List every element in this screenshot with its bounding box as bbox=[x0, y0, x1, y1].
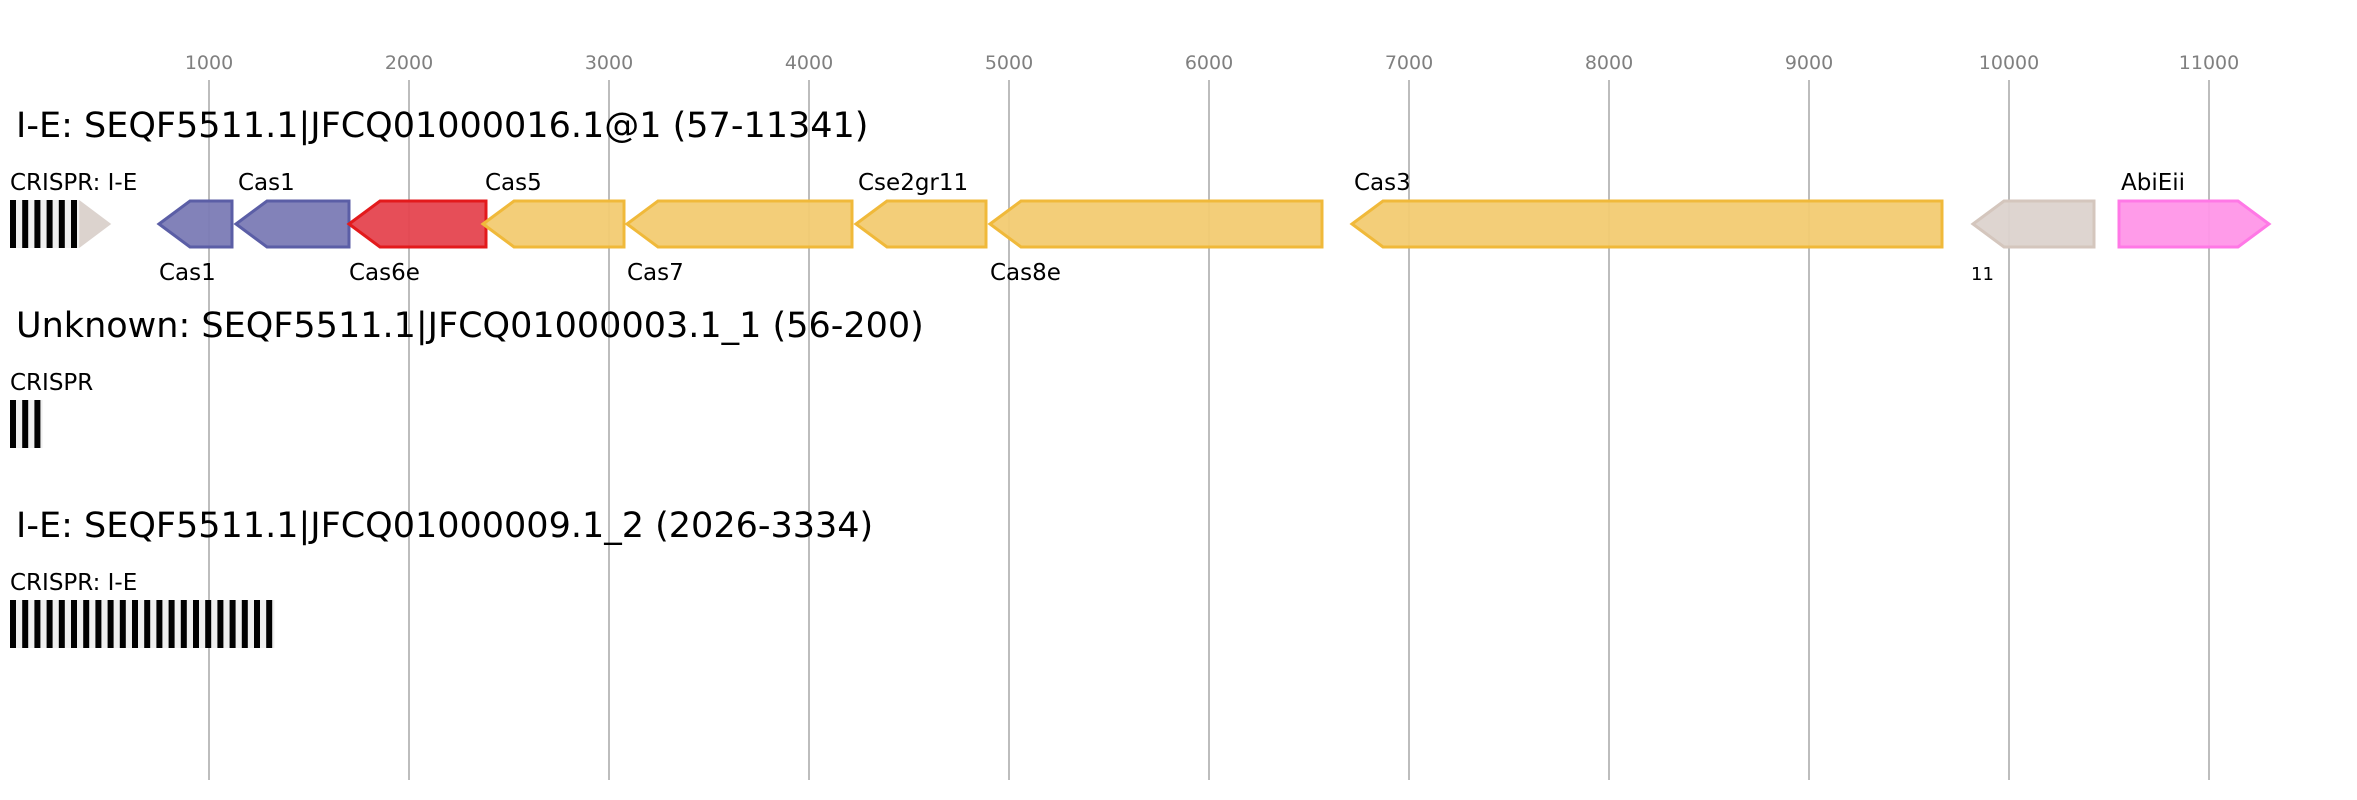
gene-cas7: Cas7 bbox=[624, 199, 854, 286]
track-title: I-E: SEQF5511.1|JFCQ01000009.1_2 (2026-3… bbox=[16, 506, 873, 546]
crispr-repeat bbox=[34, 400, 41, 448]
crispr-repeat bbox=[241, 600, 248, 648]
gene-arrow bbox=[346, 199, 488, 249]
crispr-repeat bbox=[22, 200, 29, 248]
crispr-repeat bbox=[34, 200, 41, 248]
axis-tick-label: 11000 bbox=[2179, 52, 2239, 74]
axis-tick-label: 2000 bbox=[385, 52, 433, 74]
gene-label: AbiEii bbox=[2121, 170, 2185, 196]
crispr-repeat bbox=[34, 600, 41, 648]
gene-cas5: Cas5 bbox=[480, 170, 626, 249]
axis-tick-label: 1000 bbox=[185, 52, 233, 74]
gene-label: Cas8e bbox=[990, 260, 1061, 286]
axis-tick-label: 7000 bbox=[1385, 52, 1433, 74]
gene-arrow bbox=[624, 199, 854, 249]
crispr-repeat bbox=[119, 600, 126, 648]
tracks: I-E: SEQF5511.1|JFCQ01000016.1@1 (57-113… bbox=[10, 106, 2272, 648]
crispr-repeat bbox=[168, 600, 175, 648]
track: I-E: SEQF5511.1|JFCQ01000009.1_2 (2026-3… bbox=[10, 506, 873, 648]
crispr-repeat bbox=[132, 600, 138, 648]
crispr-repeat bbox=[180, 600, 187, 648]
track-title: I-E: SEQF5511.1|JFCQ01000016.1@1 (57-113… bbox=[16, 106, 868, 146]
crispr-repeat bbox=[83, 600, 90, 648]
gene-cas8e: Cas8e bbox=[987, 199, 1324, 286]
crispr-repeat bbox=[10, 400, 16, 448]
crispr-repeat bbox=[46, 200, 53, 248]
crispr-repeat bbox=[229, 600, 236, 648]
gene-arrow bbox=[233, 199, 351, 249]
axis-tick-label: 5000 bbox=[985, 52, 1033, 74]
crispr-array-background bbox=[10, 200, 80, 248]
crispr-repeat bbox=[58, 600, 65, 648]
crispr-repeat bbox=[205, 600, 212, 648]
crispr-repeat bbox=[217, 600, 224, 648]
track: Unknown: SEQF5511.1|JFCQ01000003.1_1 (56… bbox=[10, 306, 924, 448]
gene-arrow bbox=[2117, 199, 2272, 249]
crispr-repeat bbox=[266, 600, 273, 648]
crispr-repeat bbox=[193, 600, 199, 648]
gene-label: Cas5 bbox=[485, 170, 542, 196]
axis-tick-label: 4000 bbox=[785, 52, 833, 74]
axis-tick-label: 10000 bbox=[1979, 52, 2039, 74]
axis-tick-label: 6000 bbox=[1185, 52, 1233, 74]
crispr-repeat bbox=[254, 600, 260, 648]
crispr-repeat bbox=[71, 600, 77, 648]
crispr-repeat bbox=[10, 600, 16, 648]
track: I-E: SEQF5511.1|JFCQ01000016.1@1 (57-113… bbox=[10, 106, 2272, 286]
crispr-repeat bbox=[58, 200, 65, 248]
gene-abieii: AbiEii bbox=[2117, 170, 2272, 249]
gene-cas1: Cas1 bbox=[233, 170, 351, 249]
axis-tick-label: 3000 bbox=[585, 52, 633, 74]
gene-arrow bbox=[480, 199, 626, 249]
gene-cas3: Cas3 bbox=[1349, 170, 1944, 249]
crispr-repeat bbox=[156, 600, 163, 648]
axis-tick-label: 9000 bbox=[1785, 52, 1833, 74]
gene-label: Cas6e bbox=[349, 260, 420, 286]
crispr-repeat bbox=[10, 200, 16, 248]
gene-label: Cas1 bbox=[159, 260, 216, 286]
gene-arrow bbox=[987, 199, 1324, 249]
gene-label: Cas1 bbox=[238, 170, 295, 196]
crispr-repeat bbox=[107, 600, 114, 648]
crispr-label: CRISPR bbox=[10, 370, 93, 396]
gene-cse2gr11: Cse2gr11 bbox=[853, 170, 988, 249]
crispr-repeat bbox=[144, 600, 151, 648]
track-title: Unknown: SEQF5511.1|JFCQ01000003.1_1 (56… bbox=[16, 306, 924, 346]
axis-tick-label: 8000 bbox=[1585, 52, 1633, 74]
gene-arrow bbox=[853, 199, 988, 249]
crispr-repeat bbox=[46, 600, 53, 648]
gene-cas1: Cas1 bbox=[156, 199, 234, 286]
crispr-direction-arrow bbox=[79, 200, 112, 248]
axis: 1000 2000 3000 4000 5000 6000 7000 8000 9000 1000… bbox=[185, 52, 2239, 780]
gene-arrow bbox=[1970, 199, 2096, 249]
crispr-repeat bbox=[71, 200, 77, 248]
crispr-label: CRISPR: I-E bbox=[10, 170, 137, 196]
gene-cas6e: Cas6e bbox=[346, 199, 488, 286]
gene-arrow bbox=[156, 199, 234, 249]
gene-label: Cas7 bbox=[627, 260, 684, 286]
gene-11: 11 bbox=[1970, 199, 2096, 285]
gene-label: Cas3 bbox=[1354, 170, 1411, 196]
crispr-label: CRISPR: I-E bbox=[10, 570, 137, 596]
crispr-repeat bbox=[95, 600, 102, 648]
gene-arrow bbox=[1349, 199, 1944, 249]
gene-label: 11 bbox=[1971, 264, 1994, 285]
crispr-repeat bbox=[22, 600, 29, 648]
crispr-repeat bbox=[22, 400, 29, 448]
gene-label: Cse2gr11 bbox=[858, 170, 968, 196]
